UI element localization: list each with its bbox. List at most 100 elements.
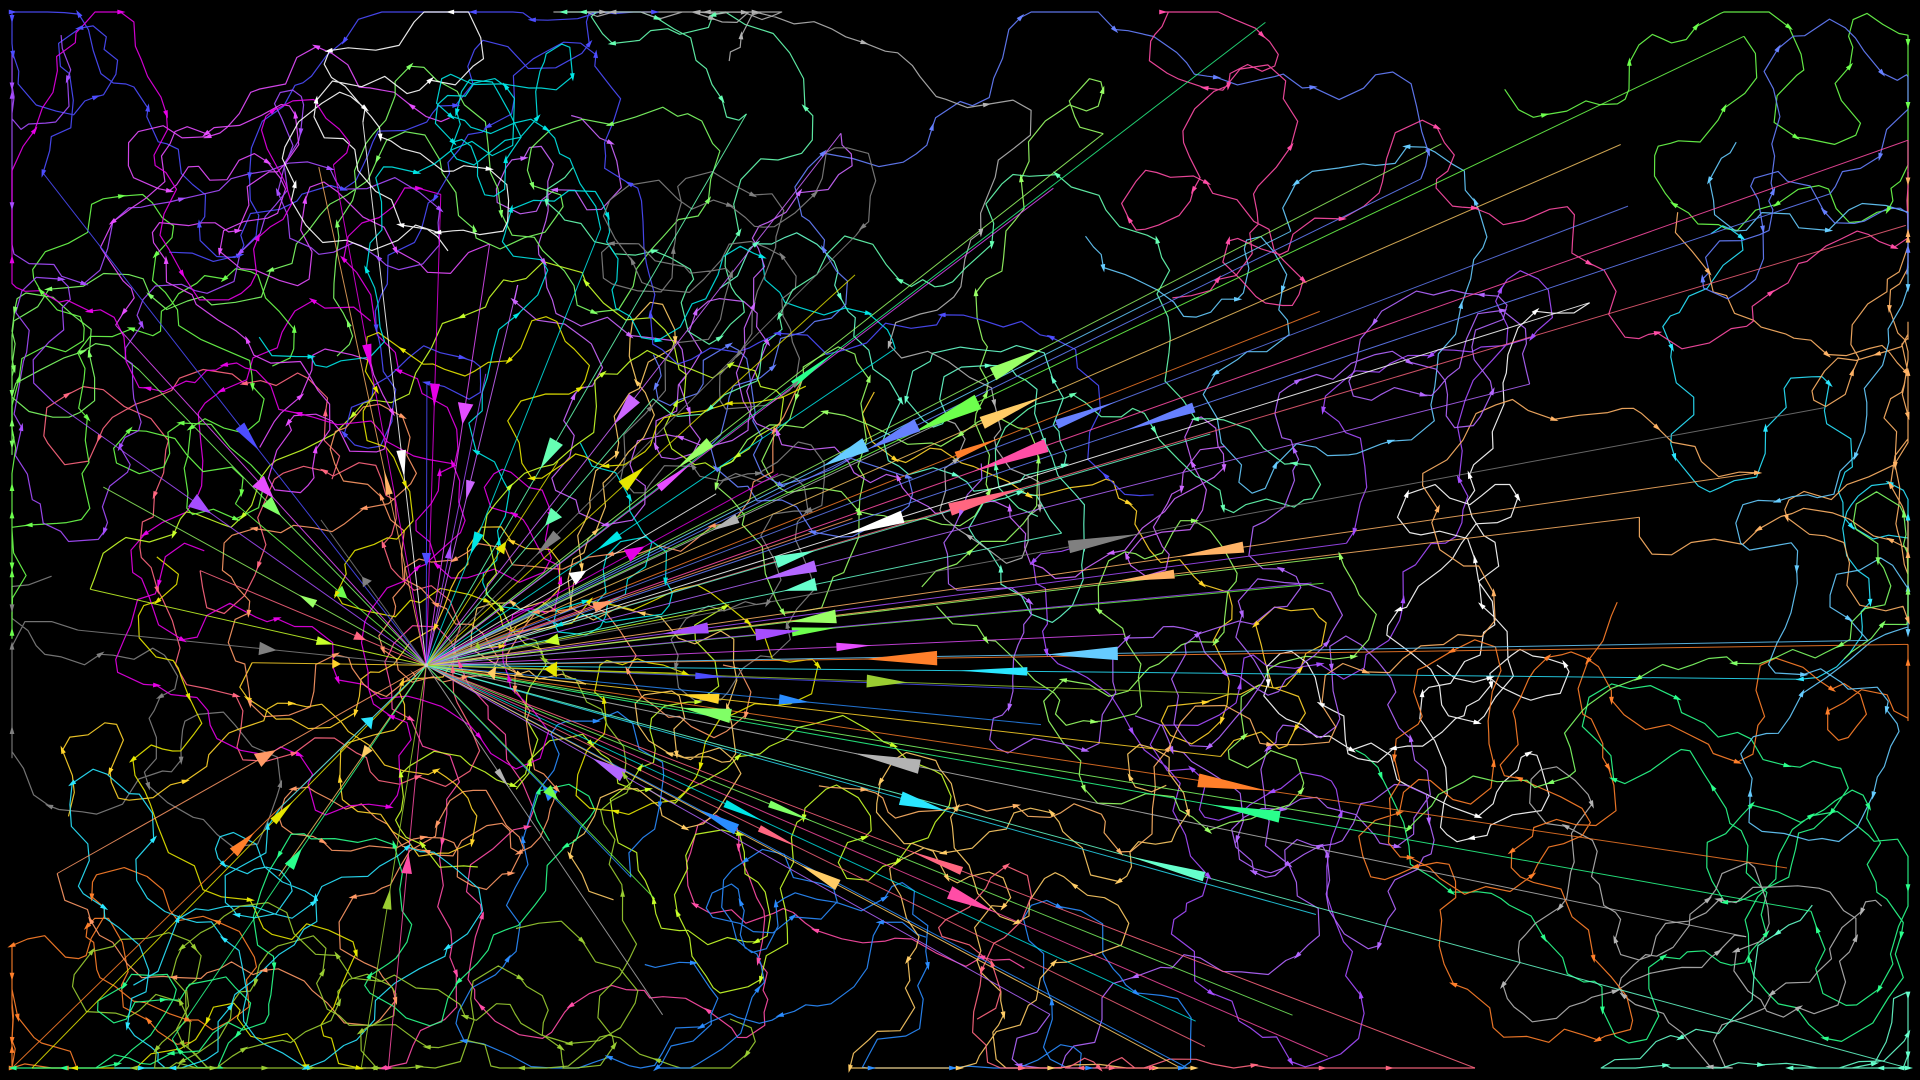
walk-arrow-marker [254, 232, 260, 242]
walk-arrow-marker [1747, 954, 1753, 963]
hub-outbound-line [425, 664, 656, 900]
hub-outbound-line [426, 582, 1312, 666]
walk-arrow-marker [245, 335, 251, 345]
walk-arrow-marker [1124, 499, 1134, 506]
hub-link-arrow [360, 716, 374, 730]
walk-arrow-marker [1825, 706, 1831, 715]
walk-arrow-marker [585, 39, 593, 48]
walk-arrow-marker [461, 675, 470, 680]
walk-arrow-marker [750, 301, 756, 311]
walk-arrow-marker [1130, 973, 1140, 979]
walk-arrow-marker [1783, 513, 1789, 523]
hub-link-arrow [784, 577, 818, 591]
walk-arrow-marker [496, 536, 501, 546]
walk-arrow-marker [1613, 935, 1619, 944]
walk-arrow-marker [1556, 903, 1564, 912]
walk-arrow-marker [1865, 802, 1872, 811]
walk-arrow-marker [1488, 681, 1494, 690]
walk-arrow-marker [1634, 674, 1643, 681]
arrow-markers-layer [7, 9, 1913, 1073]
walk-arrow-marker [1321, 406, 1326, 415]
walk-arrow-marker [1692, 22, 1700, 31]
hub-link-arrow [912, 394, 982, 434]
walk-arrow-marker [294, 411, 303, 417]
walk-arrow-marker [1905, 234, 1911, 243]
hub-link-arrow [1176, 541, 1245, 557]
walk-arrow-marker [759, 975, 764, 985]
walk-arrow-marker [9, 255, 15, 264]
walk-arrow-marker [1408, 733, 1414, 743]
walk-path [1701, 18, 1909, 300]
walk-arrow-marker [273, 617, 282, 622]
walk-arrow-marker [985, 487, 992, 496]
walk-arrow-marker [373, 324, 379, 333]
walk-arrow-marker [1825, 379, 1833, 388]
walk-arrow-marker [1099, 85, 1105, 95]
walk-arrow-marker [145, 103, 150, 112]
walk-arrow-marker [527, 475, 536, 481]
walk-path [221, 370, 809, 718]
walk-arrow-marker [406, 715, 416, 722]
hub-link-line [425, 664, 1188, 1069]
walk-arrow-marker [726, 361, 735, 369]
walk-arrow-marker [1529, 333, 1536, 342]
walk-arrow-marker [1080, 747, 1090, 752]
walk-arrow-marker [1204, 872, 1212, 880]
walk-arrow-marker [9, 562, 15, 571]
walk-arrow-marker [1425, 148, 1430, 157]
walk-arrow-marker [508, 599, 517, 607]
walk-arrow-marker [779, 252, 786, 261]
walk-arrow-marker [582, 278, 590, 287]
walk-arrow-marker [457, 659, 464, 669]
walk-arrow-marker [744, 618, 752, 626]
walk-path [861, 391, 1327, 757]
hub-outbound-line [426, 433, 1211, 666]
walk-arrow-marker [1904, 411, 1910, 421]
hub-link-arrow [475, 641, 481, 651]
walk-arrow-marker [810, 190, 819, 198]
walk-arrow-marker [1737, 233, 1746, 241]
hub-outbound-line [425, 473, 779, 666]
walk-arrow-marker [1046, 334, 1055, 341]
walk-arrow-marker [1719, 899, 1729, 905]
walk-arrow-marker [875, 919, 884, 925]
walk-arrow-marker [1338, 216, 1347, 222]
walk-arrow-marker [174, 914, 180, 924]
hub-link-line [425, 35, 1745, 666]
walk-arrow-marker [220, 274, 229, 283]
walk-arrow-marker [1012, 918, 1021, 925]
walk-arrow-marker [1729, 660, 1738, 666]
walk-arrow-marker [610, 809, 620, 815]
walk-arrow-marker [377, 133, 383, 142]
hub-link-line [360, 665, 427, 1069]
walk-arrow-marker [60, 745, 66, 755]
walk-arrow-marker [455, 108, 460, 117]
walk-arrow-marker [432, 768, 441, 775]
walk-arrow-marker [44, 804, 54, 810]
walk-arrow-marker [820, 410, 829, 415]
walk-arrow-marker [1393, 606, 1403, 612]
walk-arrow-marker [689, 960, 699, 966]
walk-arrow-marker [445, 9, 455, 15]
walk-arrow-marker [1352, 527, 1358, 537]
hub-link-arrow [676, 438, 714, 469]
walk-arrow-marker [9, 482, 15, 492]
walk-arrow-marker [477, 1003, 486, 1011]
walk-arrow-marker [1371, 318, 1379, 327]
walk-arrow-marker [1609, 777, 1618, 783]
walk-arrow-marker [1052, 171, 1061, 179]
walk-arrow-marker [83, 922, 92, 930]
walk-path [1011, 635, 1435, 1069]
walk-arrow-marker [209, 1065, 218, 1071]
hub-outbound-line [425, 493, 717, 666]
walk-arrow-marker [1095, 1064, 1103, 1072]
walk-arrow-marker [636, 763, 643, 772]
hub-link-arrow [800, 864, 841, 891]
walk-arrow-marker [355, 1064, 364, 1070]
walk-arrow-marker [117, 442, 124, 452]
hub-link-line [425, 419, 947, 666]
walk-arrow-marker [385, 804, 394, 809]
walk-arrow-marker [1795, 676, 1805, 682]
walk-arrow-marker [1905, 284, 1911, 293]
